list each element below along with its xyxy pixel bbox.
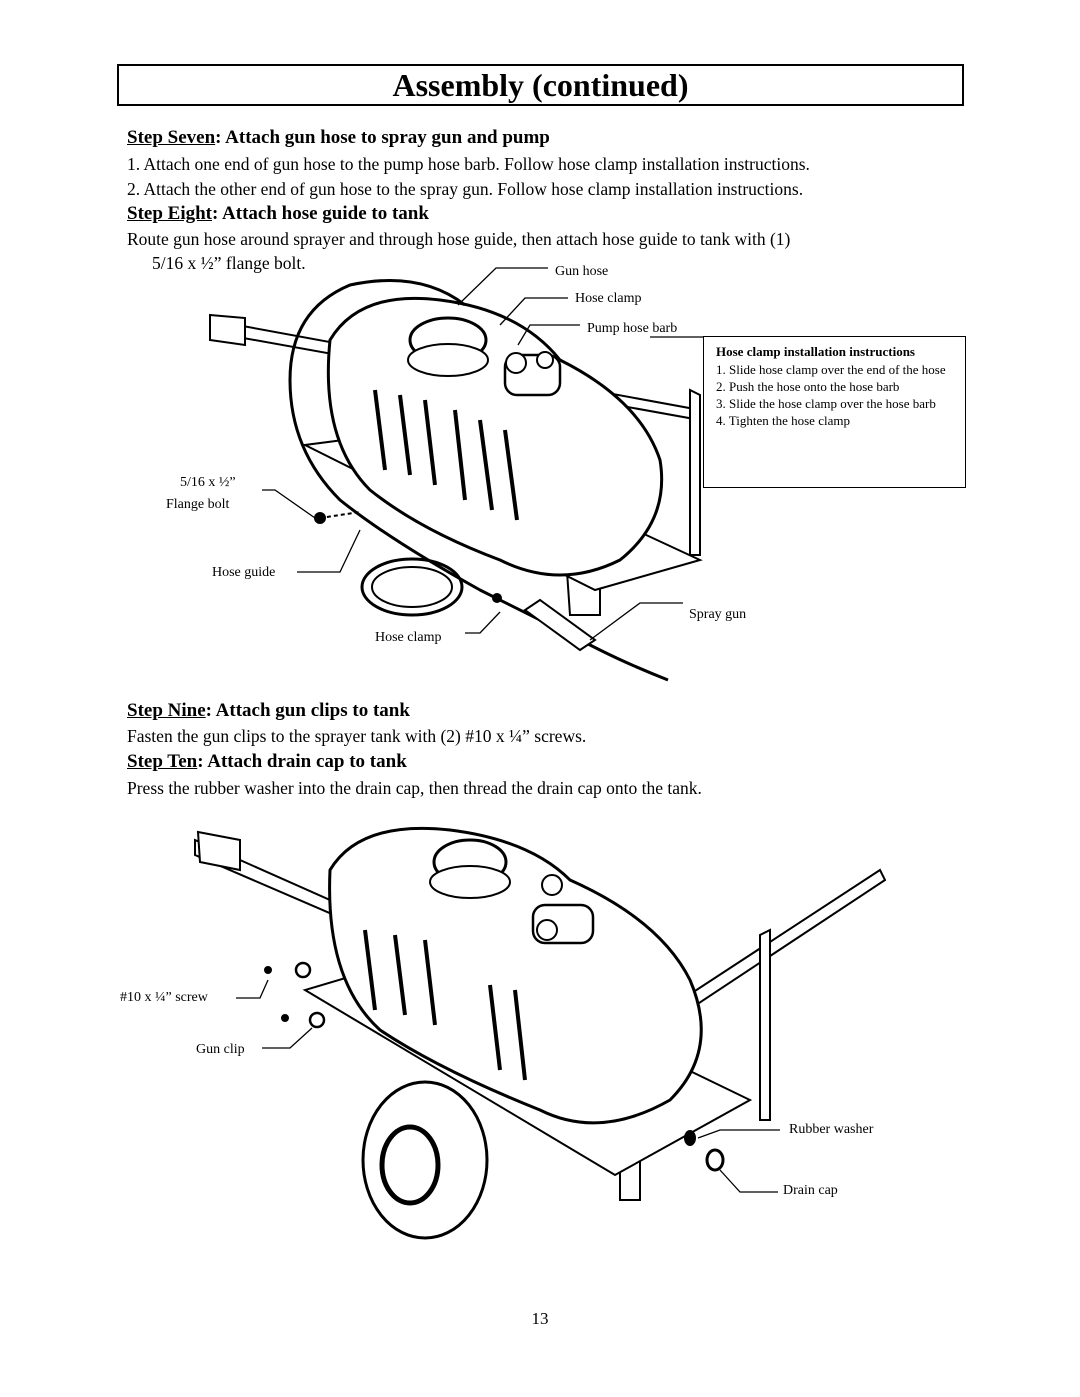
step-eight-title: : Attach hose guide to tank — [212, 203, 429, 224]
step-nine-line-1: Fasten the gun clips to the sprayer tank… — [127, 726, 587, 746]
step-seven-label: Step Seven — [127, 127, 216, 148]
callout-bolt-size: 5/16 x ½” — [180, 475, 236, 490]
step-nine-heading: Step Nine: Attach gun clips to tank — [127, 700, 410, 722]
page-title: Assembly (continued) — [117, 64, 964, 106]
callout-screw: #10 x ¼” screw — [120, 990, 208, 1005]
step-ten-line-1: Press the rubber washer into the drain c… — [127, 778, 702, 798]
step-eight-heading: Step Eight: Attach hose guide to tank — [127, 203, 429, 225]
step-ten-title: : Attach drain cap to tank — [197, 751, 407, 772]
clamp-box-title: Hose clamp installation instructions — [716, 344, 915, 359]
clamp-step-1: 1. Slide hose clamp over the end of the … — [716, 362, 946, 377]
callout-hose-clamp-top: Hose clamp — [575, 291, 642, 306]
step-seven-line-1: 1. Attach one end of gun hose to the pum… — [127, 154, 810, 174]
clamp-step-4: 4. Tighten the hose clamp — [716, 413, 850, 428]
clamp-step-3: 3. Slide the hose clamp over the hose ba… — [716, 396, 936, 411]
step-seven-heading: Step Seven: Attach gun hose to spray gun… — [127, 127, 550, 149]
step-nine-label: Step Nine — [127, 700, 206, 721]
hose-clamp-instructions-box: Hose clamp installation instructions 1. … — [703, 336, 966, 488]
clamp-step-2: 2. Push the hose onto the hose barb — [716, 379, 900, 394]
callout-spray-gun: Spray gun — [689, 607, 747, 622]
callout-pump-hose-barb: Pump hose barb — [587, 321, 678, 336]
callout-rubber-washer: Rubber washer — [789, 1122, 874, 1137]
callout-gun-clip: Gun clip — [196, 1042, 245, 1057]
step-eight-line-1: Route gun hose around sprayer and throug… — [127, 229, 791, 249]
callout-hose-guide: Hose guide — [212, 565, 276, 580]
callout-flange-bolt: Flange bolt — [166, 497, 230, 512]
step-eight-label: Step Eight — [127, 203, 212, 224]
step-nine-title: : Attach gun clips to tank — [205, 700, 410, 721]
step-ten-heading: Step Ten: Attach drain cap to tank — [127, 751, 407, 773]
callout-hose-clamp-bottom: Hose clamp — [375, 630, 442, 645]
step-seven-line-2: 2. Attach the other end of gun hose to t… — [127, 179, 804, 199]
callout-drain-cap: Drain cap — [783, 1183, 838, 1198]
step-seven-title: : Attach gun hose to spray gun and pump — [215, 127, 550, 148]
step-eight-line-2: 5/16 x ½” flange bolt. — [152, 253, 306, 273]
page-number: 13 — [531, 1309, 549, 1328]
step-ten-label: Step Ten — [127, 751, 198, 772]
callout-gun-hose: Gun hose — [555, 264, 609, 279]
